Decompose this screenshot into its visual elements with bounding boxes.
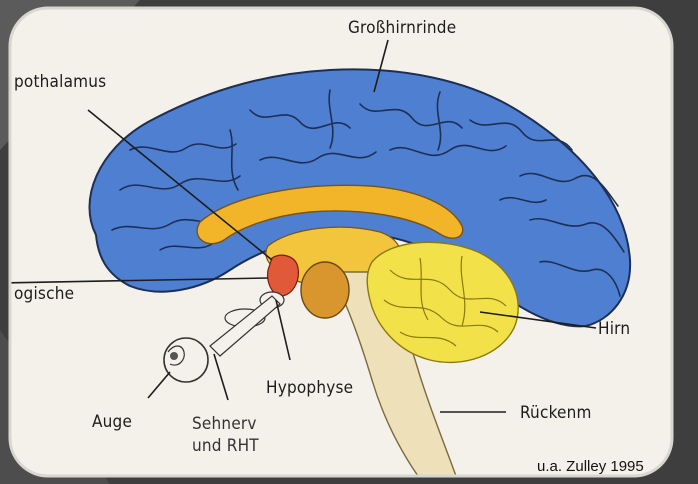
label-cortex: Großhirnrinde: [348, 18, 456, 38]
label-hypophyse: Hypophyse: [266, 378, 353, 398]
label-auge: Auge: [92, 412, 132, 432]
eye-shape: [164, 338, 208, 382]
source-credit: u.a. Zulley 1995: [537, 458, 644, 475]
label-rueckenmark: Rückenm: [520, 403, 592, 423]
label-hirn: Hirn: [598, 319, 630, 339]
pons-shape: [301, 262, 349, 318]
label-hypothalamus: pothalamus: [14, 72, 106, 92]
label-sehnerv-line1: Sehnerv: [192, 414, 257, 434]
label-logische: ogische: [14, 284, 74, 304]
label-sehnerv-line2: und RHT: [192, 436, 259, 456]
